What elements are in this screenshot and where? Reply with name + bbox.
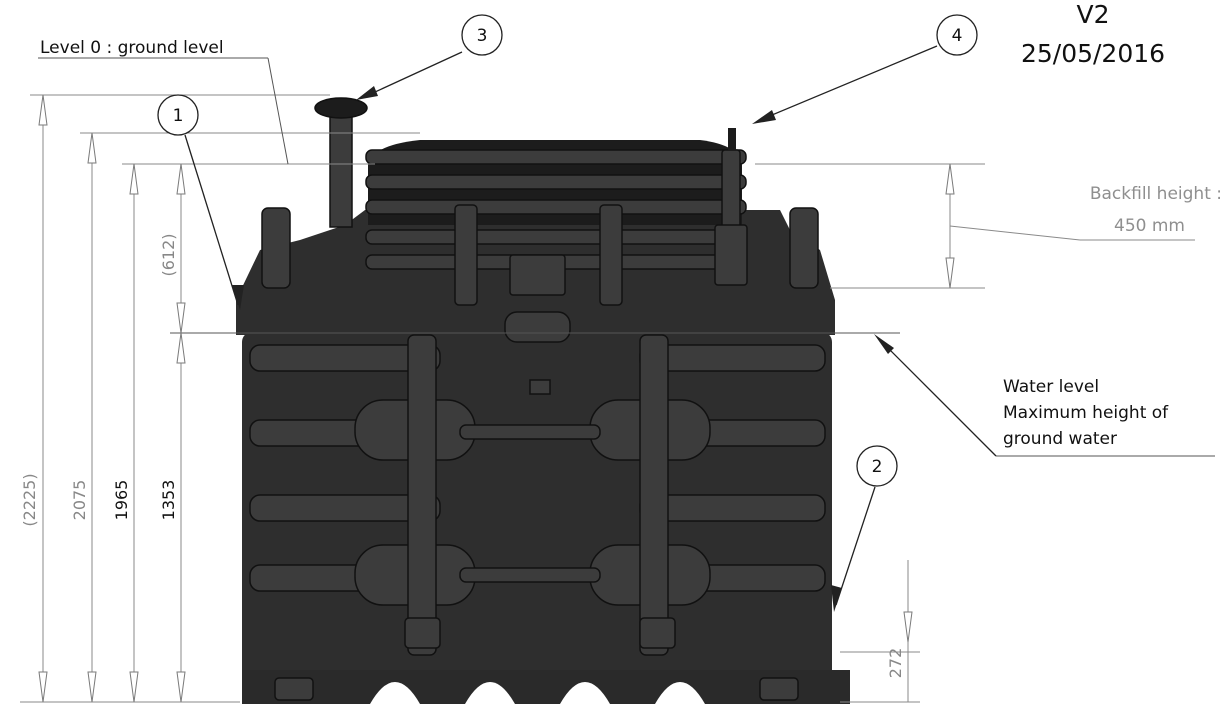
callout-number: 4 [952,26,963,46]
corner-post-left [261,207,291,289]
dimension-2225: (2225) [20,473,39,526]
dimension-lines-left [20,94,900,703]
backfill-label-line2: 450 mm [1114,216,1185,236]
callout-2: 2 [856,445,898,487]
lid-post [454,204,478,306]
date-label: 25/05/2016 [1021,39,1165,68]
callout-1: 1 [157,94,199,136]
dimension-272: 272 [886,648,905,679]
callout-number: 1 [173,106,184,126]
water-level-line3: ground water [1003,429,1117,449]
water-level-line2: Maximum height of [1003,403,1169,423]
backfill-label-line1: Backfill height : [1090,184,1222,204]
callout-number: 3 [477,26,488,46]
sensor-tip [728,128,736,150]
dimension-lines-right [755,163,1195,703]
leader-lines [38,45,1215,612]
callout-number: 2 [872,457,883,477]
dimension-612: (612) [159,233,178,276]
dimension-2075: 2075 [70,480,89,521]
vent-pipe [329,111,353,228]
lid-post [599,204,623,306]
callout-4: 4 [936,14,978,56]
body-ribs [249,311,826,656]
water-level-line1: Water level [1003,377,1099,397]
callout-3: 3 [461,14,503,56]
version-label: V2 [1076,0,1109,29]
sensor-housing [714,224,748,286]
dimension-1965: 1965 [112,480,131,521]
tank-feet [242,617,850,704]
lid-center-block [509,254,566,296]
ground-level-label: Level 0 : ground level [40,38,224,58]
dimension-1353: 1353 [159,480,178,521]
corner-post-right [789,207,819,289]
vent-cap [314,97,368,119]
tank [236,97,850,704]
